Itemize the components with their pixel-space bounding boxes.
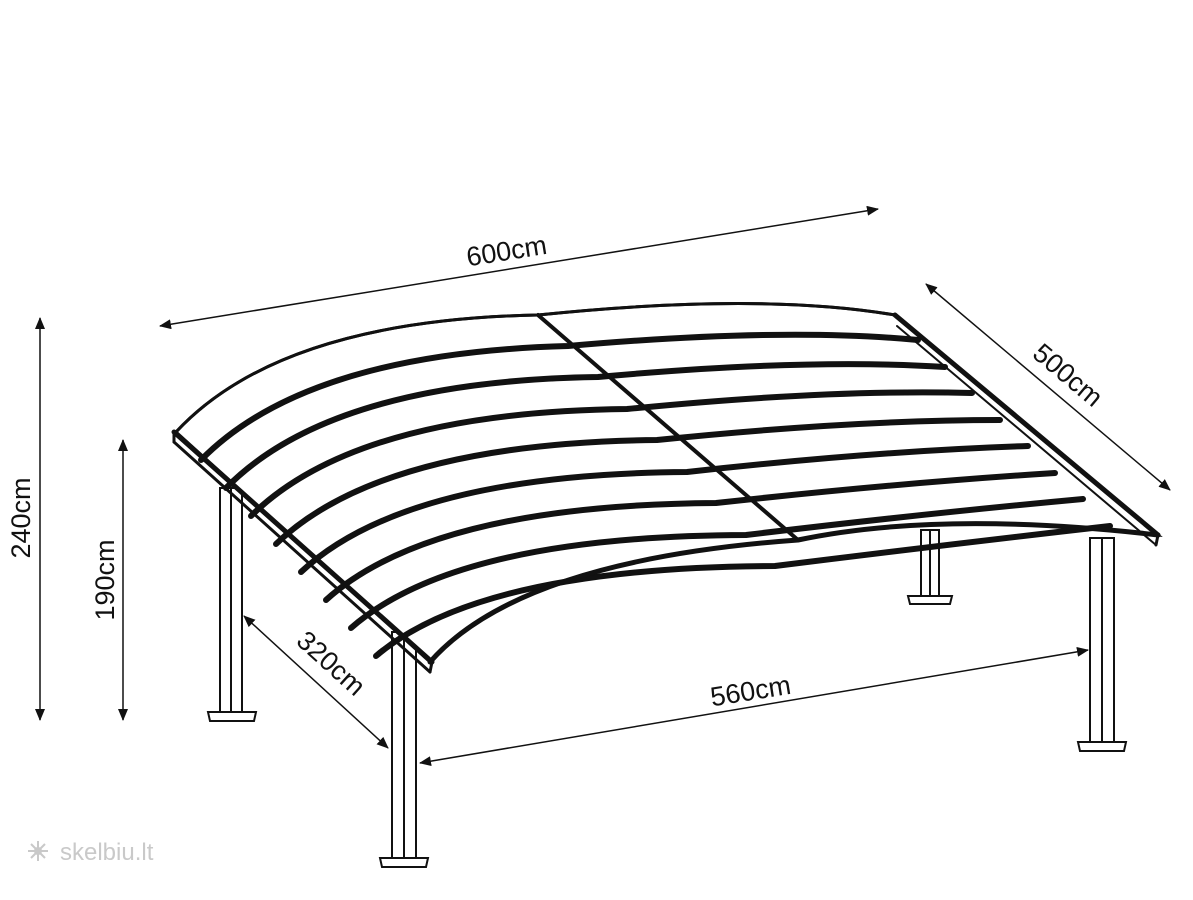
- dim-post-depth-spacing: 320cm: [243, 615, 389, 749]
- dim-post-length-spacing-label: 560cm: [708, 670, 793, 712]
- back-right-post: [906, 529, 954, 605]
- dim-clear-height-label: 190cm: [90, 539, 120, 620]
- dim-roof-width-label: 500cm: [1027, 338, 1108, 413]
- dim-total-height: 240cm: [6, 317, 45, 721]
- front-left-post: [206, 487, 258, 722]
- dim-clear-height: 190cm: [90, 439, 128, 721]
- snowflake-logo-icon: [28, 841, 48, 861]
- watermark-text: skelbiu.lt: [60, 839, 154, 866]
- dim-roof-length-label: 600cm: [464, 230, 549, 272]
- dim-post-length-spacing: 560cm: [419, 646, 1089, 767]
- watermark: skelbiu.lt: [28, 839, 154, 866]
- carport-roof: [171, 302, 1163, 674]
- dim-post-depth-spacing-label: 320cm: [291, 625, 371, 702]
- front-right-post: [1076, 537, 1128, 752]
- dim-total-height-label: 240cm: [6, 477, 36, 558]
- front-middle-post: [378, 631, 430, 868]
